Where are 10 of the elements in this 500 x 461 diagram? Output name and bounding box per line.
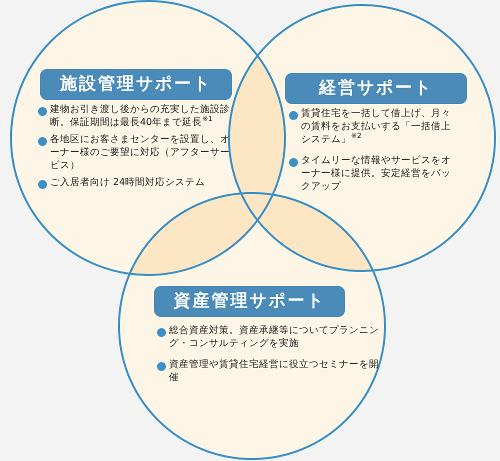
- bullet-text: ご入居者向け 24時間対応システム: [50, 176, 206, 189]
- heading-banner: 施設管理サポート: [40, 69, 232, 100]
- bullet-text: 賃貸住宅を一括して借上げ、月々の賃料をお支払いする「一括借上システム」$^{※2}$: [301, 107, 451, 146]
- bullet-text: 総合資産対策。資産承継等についてプランニング・コンサルティングを実施: [169, 324, 379, 350]
- bullet-text: 各地区にお客さまセンターを設置し、オーナー様のご要望に対応（アフターサービス）: [50, 133, 230, 172]
- bullet-text: 資産管理や賃貸住宅経営に役立つセミナーを開催: [169, 358, 379, 384]
- heading-banner: 資産管理サポート: [154, 286, 345, 317]
- bullet-text: 建物お引き渡し後からの充実した施設診断。保証期間は最長40年まで延長$^{※1}$: [50, 103, 230, 129]
- heading-banner: 経営サポート: [285, 73, 467, 104]
- bullet-text: タイムリーな情報やサービスをオーナー様に提供。安定経営をバックアップ: [301, 154, 451, 193]
